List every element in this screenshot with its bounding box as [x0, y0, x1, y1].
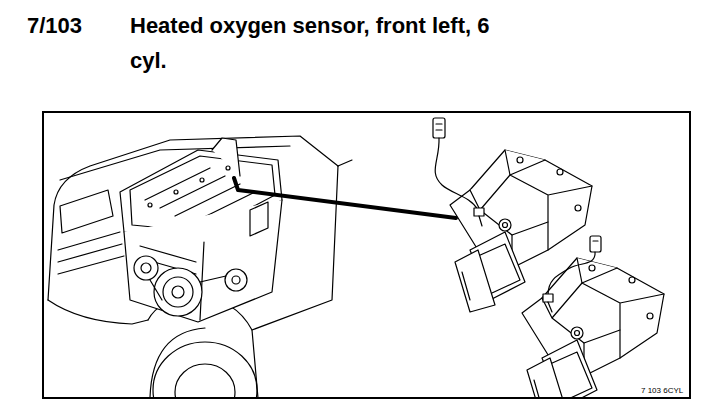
oxygen-sensor	[433, 118, 445, 138]
oxygen-sensor	[543, 294, 553, 302]
oxygen-sensor	[548, 252, 595, 295]
engine	[226, 166, 230, 170]
oxygen-sensor	[479, 216, 482, 226]
engine	[120, 138, 282, 322]
engine	[250, 202, 268, 236]
exhaust-manifold	[517, 157, 523, 163]
engine	[148, 203, 152, 207]
exhaust-manifold	[557, 169, 563, 175]
exhaust-manifold	[505, 150, 592, 250]
car-body	[58, 232, 124, 274]
engine	[225, 269, 247, 291]
exhaust-manifold	[499, 219, 511, 231]
picture-frame	[43, 112, 690, 398]
oxygen-sensor	[590, 236, 601, 252]
engine	[124, 200, 282, 322]
exhaust-manifold	[527, 358, 567, 397]
exhaust-manifold	[575, 331, 580, 336]
figure-title: Heated oxygen sensor, front left, 6 cyl.	[130, 8, 510, 78]
exhaust-manifold	[577, 258, 664, 358]
exhaust-manifold	[522, 258, 664, 397]
car-body	[48, 136, 352, 397]
exhaust-manifold	[503, 223, 508, 228]
car-body	[153, 342, 257, 397]
exhaust-manifold	[455, 250, 495, 312]
exhaust-manifold	[462, 272, 470, 300]
car-body	[60, 190, 113, 233]
oxygen-sensor	[543, 236, 601, 312]
exhaust-manifold	[470, 175, 548, 235]
engine	[154, 268, 202, 316]
drawing-code: 7 103 6CYL	[640, 386, 684, 396]
oxygen-sensor	[548, 302, 552, 312]
car-body	[175, 364, 235, 397]
exhaust-manifold	[534, 380, 542, 397]
exhaust-manifold	[589, 265, 595, 271]
engine	[212, 138, 240, 176]
car-body	[48, 300, 148, 324]
engine	[163, 277, 193, 307]
leader-line	[234, 178, 456, 218]
leader-line	[234, 178, 456, 218]
oxygen-sensor	[593, 240, 598, 241]
engine	[232, 276, 240, 284]
exhaust-manifold	[542, 283, 620, 343]
exhaust-manifold	[629, 277, 635, 283]
car-body	[338, 160, 352, 166]
engine	[134, 256, 158, 280]
car-body	[150, 328, 205, 397]
exhaust-manifold	[647, 313, 653, 319]
engine	[141, 263, 151, 273]
oxygen-sensor	[435, 138, 478, 210]
oxygen-sensor	[433, 118, 484, 226]
exhaust-manifold	[571, 327, 583, 339]
exhaust-manifold	[575, 205, 581, 211]
engine	[172, 286, 184, 298]
engine	[200, 178, 204, 182]
engine	[150, 276, 226, 300]
oxygen-sensor	[474, 208, 484, 216]
figure-number: 7/103	[27, 8, 82, 43]
oxygen-sensor	[436, 124, 442, 130]
engine	[174, 190, 178, 194]
